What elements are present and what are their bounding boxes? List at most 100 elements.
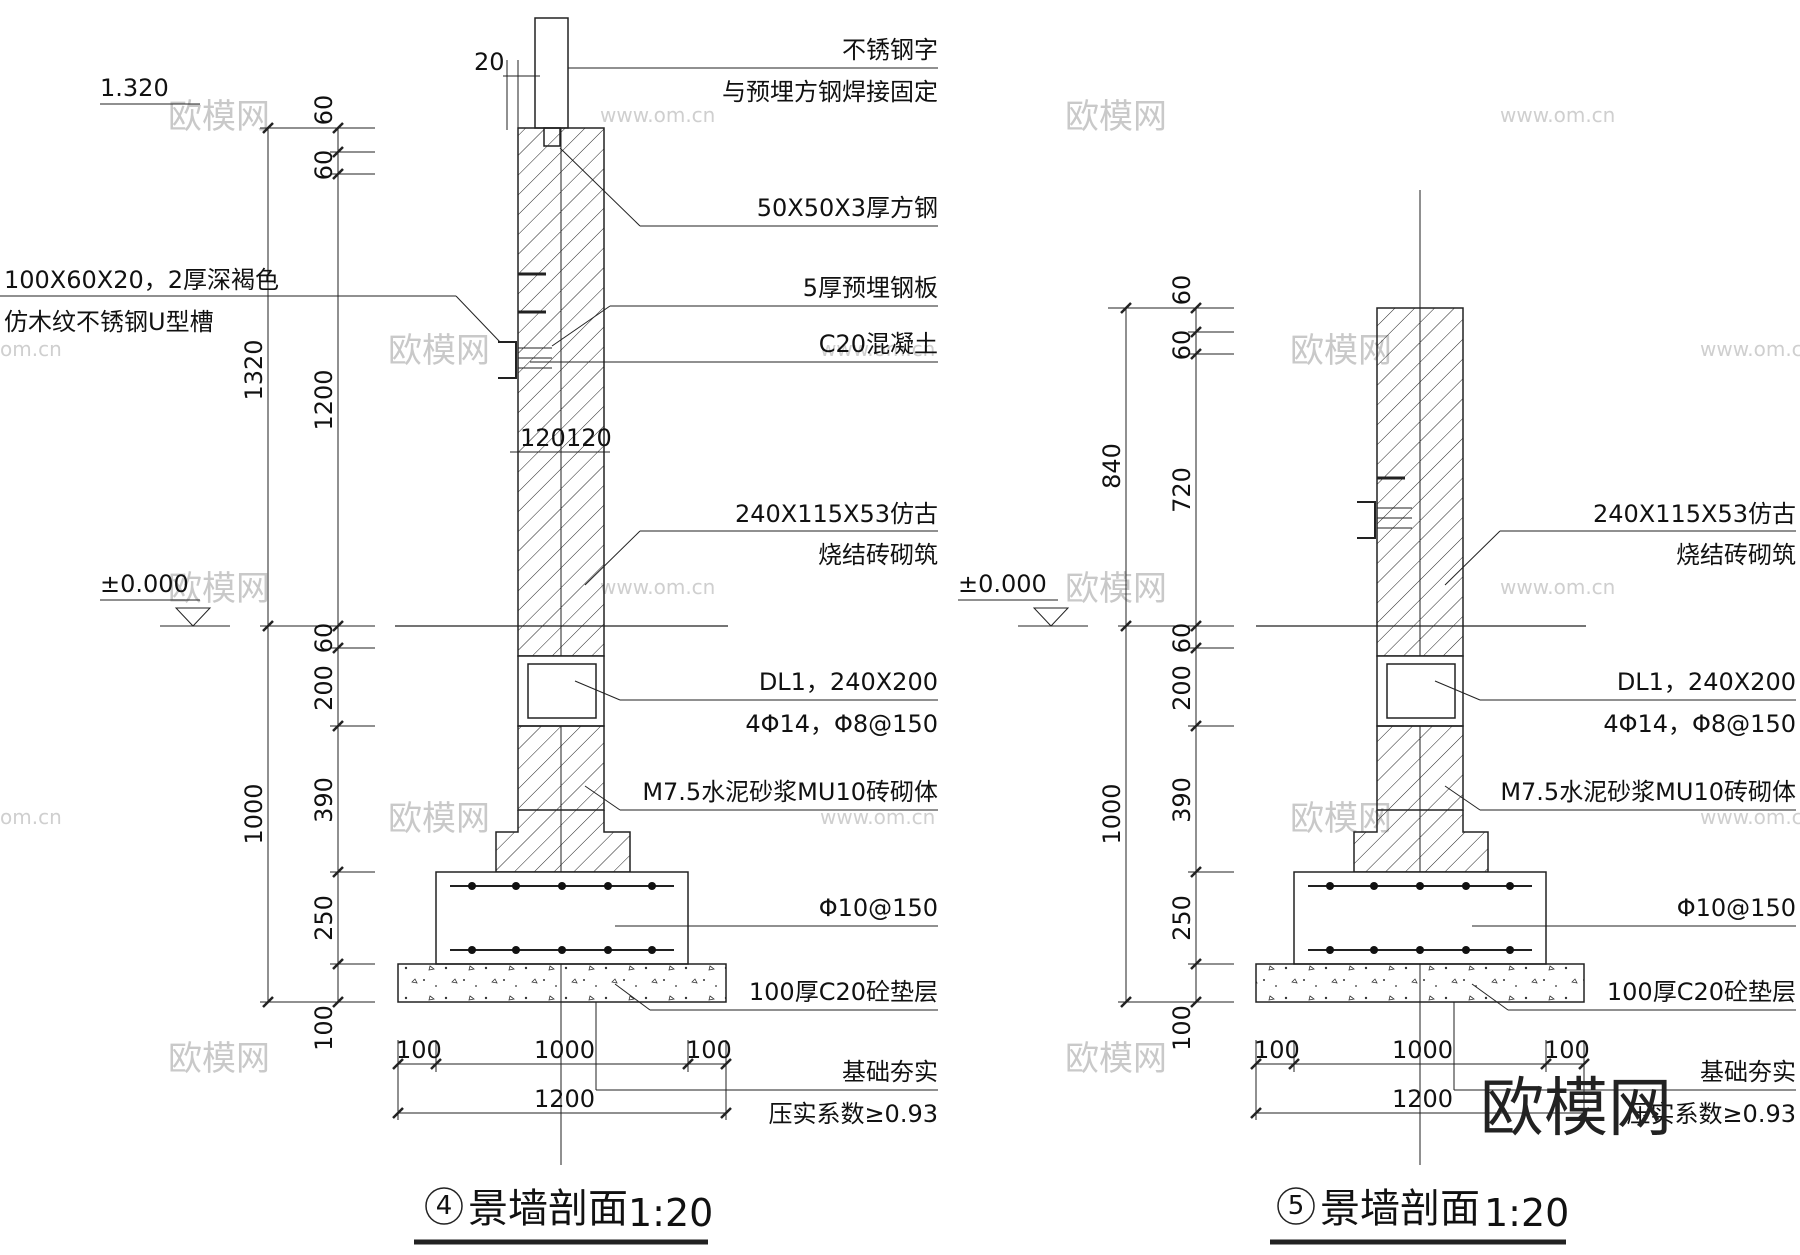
watermark-brand: 欧模网 xyxy=(168,1039,270,1079)
title-text: 景墙剖面 xyxy=(468,1186,628,1232)
watermark-brand: 欧模网 xyxy=(168,569,270,609)
note-beam-1: DL1，240X200 xyxy=(759,668,938,696)
dim-outer: 1000 xyxy=(240,783,268,844)
dim-outer: 1000 xyxy=(1098,783,1126,844)
wall-lower xyxy=(517,725,605,811)
note-concrete: C20混凝土 xyxy=(819,330,938,358)
title-number: 5 xyxy=(1288,1191,1305,1221)
ground-beam xyxy=(517,655,605,727)
note-square-steel: 50X50X3厚方钢 xyxy=(757,194,938,222)
dim-bottom: 100 xyxy=(686,1036,732,1064)
note-weld: 与预埋方钢焊接固定 xyxy=(722,78,938,106)
dim-wall: 120 xyxy=(520,424,566,452)
wall-upper xyxy=(1376,307,1464,657)
section-5 xyxy=(958,190,1796,1245)
dim-inner: 60 xyxy=(1168,330,1196,361)
note-channel-2: 仿木纹不锈钢U型槽 xyxy=(4,308,214,336)
note-brick-1: 240X115X53仿古 xyxy=(735,500,938,528)
stainless-letter xyxy=(534,17,569,129)
dim-inner: 390 xyxy=(1168,777,1196,823)
dim-inner: 100 xyxy=(1168,1005,1196,1051)
dim-inner: 60 xyxy=(310,95,338,126)
dim-20: 20 xyxy=(474,48,505,76)
wall-upper xyxy=(517,127,605,657)
dim-inner: 60 xyxy=(310,150,338,181)
note-beam-2: 4Φ14，Φ8@150 xyxy=(1603,710,1796,738)
dim-total: 1200 xyxy=(1392,1085,1453,1113)
note-channel-1: 100X60X20，2厚深褐色 xyxy=(4,266,279,294)
section-4-labels: 1.320 ±0.000 20 不锈钢字 与预埋方钢焊接固定 50X50X3厚方… xyxy=(4,36,938,1235)
note-rebar: Φ10@150 xyxy=(1677,894,1796,922)
watermark-logo: 欧模网 xyxy=(1480,1072,1672,1146)
elevation-ground: ±0.000 xyxy=(100,570,189,598)
wall-lower xyxy=(1376,725,1464,811)
note-compact-1: 基础夯实 xyxy=(842,1058,938,1086)
note-beam-2: 4Φ14，Φ8@150 xyxy=(745,710,938,738)
watermark-brand: 欧模网 xyxy=(1065,97,1167,137)
ground-beam xyxy=(1376,655,1464,727)
dim-total: 1200 xyxy=(534,1085,595,1113)
cushion-layer xyxy=(1255,963,1585,1003)
note-brick-2: 烧结砖砌筑 xyxy=(1676,541,1796,569)
note-compact-1: 基础夯实 xyxy=(1700,1058,1796,1086)
note-masonry: M7.5水泥砂浆MU10砖砌体 xyxy=(642,778,938,806)
watermark-url: www.om.cn xyxy=(820,805,935,829)
dim-inner: 60 xyxy=(310,623,338,654)
wall-foot xyxy=(495,810,631,873)
elevation-top: 1.320 xyxy=(100,74,169,102)
note-rebar: Φ10@150 xyxy=(819,894,938,922)
watermark-url: www.om.cn xyxy=(1700,805,1800,829)
dim-inner: 250 xyxy=(1168,895,1196,941)
note-plate: 5厚预埋钢板 xyxy=(803,274,938,302)
watermark-brand: 欧模网 xyxy=(1290,331,1392,371)
section-4 xyxy=(0,17,938,1245)
title-scale: 1:20 xyxy=(1484,1191,1569,1235)
dim-inner: 390 xyxy=(310,777,338,823)
watermark-brand: 欧模网 xyxy=(388,331,490,371)
watermark-url: www.om.cn xyxy=(1500,103,1615,127)
dim-bottom: 100 xyxy=(396,1036,442,1064)
note-compact-2: 压实系数≥0.93 xyxy=(768,1100,938,1128)
dim-outer: 1320 xyxy=(240,339,268,400)
u-channel xyxy=(1357,501,1376,539)
elevation-ground: ±0.000 xyxy=(958,570,1047,598)
note-brick-2: 烧结砖砌筑 xyxy=(818,541,938,569)
watermark-url: www.om.cn xyxy=(1700,337,1800,361)
beam-stirrup xyxy=(527,663,597,719)
beam-stirrup xyxy=(1386,663,1456,719)
watermark-brand: 欧模网 xyxy=(168,97,270,137)
watermark-url: www.om.cn xyxy=(1500,575,1615,599)
cushion-layer xyxy=(397,963,727,1003)
dim-inner: 200 xyxy=(1168,665,1196,711)
note-brick-1: 240X115X53仿古 xyxy=(1593,500,1796,528)
note-stainless-letter: 不锈钢字 xyxy=(842,36,938,64)
watermark-url: om.cn xyxy=(0,337,62,361)
dim-outer: 840 xyxy=(1098,443,1126,489)
note-masonry: M7.5水泥砂浆MU10砖砌体 xyxy=(1500,778,1796,806)
watermark-brand: 欧模网 xyxy=(388,799,490,839)
section-5-labels: ±0.000 240X115X53仿古 烧结砖砌筑 DL1，240X200 4Φ… xyxy=(958,275,1796,1235)
dim-inner: 60 xyxy=(1168,623,1196,654)
dim-bottom: 1000 xyxy=(1392,1036,1453,1064)
note-cushion: 100厚C20砼垫层 xyxy=(749,978,938,1006)
title-number: 4 xyxy=(436,1191,453,1221)
dim-bottom: 1000 xyxy=(534,1036,595,1064)
square-steel xyxy=(543,127,561,147)
watermark-url: www.om.cn xyxy=(820,337,935,361)
title-scale: 1:20 xyxy=(628,1191,713,1235)
note-compact-2: 压实系数≥0.93 xyxy=(1626,1100,1796,1128)
watermark-brand: 欧模网 xyxy=(1065,1039,1167,1079)
watermark-url: om.cn xyxy=(0,805,62,829)
dim-bottom: 100 xyxy=(1544,1036,1590,1064)
note-cushion: 100厚C20砼垫层 xyxy=(1607,978,1796,1006)
dim-inner: 100 xyxy=(310,1005,338,1051)
dim-inner: 720 xyxy=(1168,467,1196,513)
u-channel xyxy=(498,341,517,379)
watermark-brand: 欧模网 xyxy=(1065,569,1167,609)
dim-wall: 120 xyxy=(566,424,612,452)
note-beam-1: DL1，240X200 xyxy=(1617,668,1796,696)
title-text: 景墙剖面 xyxy=(1320,1186,1480,1232)
watermarks: 欧模网 欧模网 欧模网 欧模网 欧模网 欧模网 欧模网 欧模网 欧模网 欧模网 … xyxy=(0,97,1800,1079)
dim-inner: 250 xyxy=(310,895,338,941)
